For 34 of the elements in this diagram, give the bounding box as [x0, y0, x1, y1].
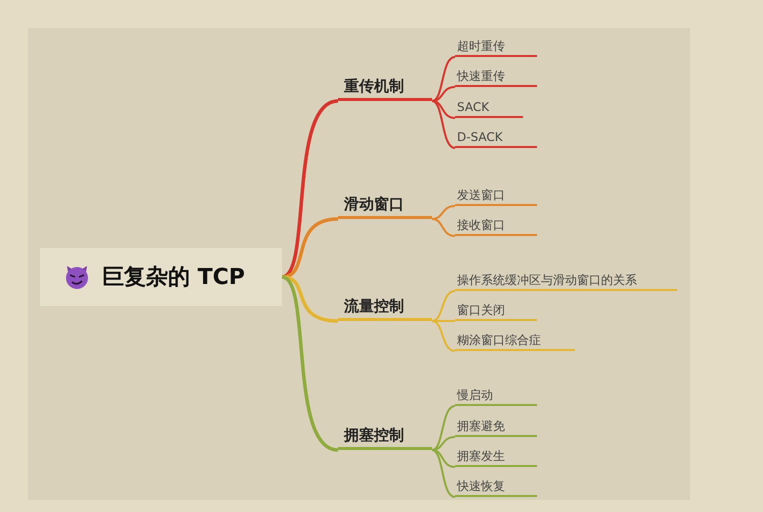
branch-line: [432, 449, 456, 468]
branch-line: [432, 290, 456, 322]
branch-line: [432, 320, 455, 322]
root-topic-text: 巨复杂的 TCP: [102, 264, 245, 292]
subtopic: 窗口关闭: [455, 301, 537, 321]
subtopic: 糊涂窗口综合症: [455, 331, 575, 351]
branch-line: [432, 218, 456, 237]
branch-line: [432, 436, 456, 451]
subtopic: 超时重传: [455, 37, 537, 57]
subtopic: 拥塞避免: [455, 417, 537, 437]
subtopic: 慢启动: [455, 386, 537, 406]
subtopic: SACK: [455, 98, 523, 118]
branch-line: [281, 275, 339, 452]
branch-line: [432, 449, 456, 498]
root-topic-box: [40, 248, 282, 306]
branch-topic: 拥塞控制: [338, 424, 432, 450]
branch-line: [282, 217, 338, 279]
branch-line: [432, 86, 456, 102]
branch-line: [432, 205, 456, 220]
subtopic: 快速重传: [455, 67, 537, 87]
branch-topic: 重传机制: [338, 75, 432, 101]
branch-topic: 滑动窗口: [338, 193, 432, 219]
subtopic: 发送窗口: [455, 186, 537, 206]
subtopic: 快速恢复: [455, 477, 537, 497]
subtopic: 拥塞发生: [455, 447, 537, 467]
branch-line: [432, 405, 456, 451]
branch-line: [432, 100, 456, 149]
subtopic: 操作系统缓冲区与滑动窗口的关系: [455, 271, 677, 291]
branch-topic: 流量控制: [338, 295, 432, 321]
subtopic: 接收窗口: [455, 216, 537, 236]
branch-line: [432, 56, 456, 102]
branch-line: [432, 320, 456, 352]
subtopic: D-SACK: [455, 128, 537, 148]
branch-line: [432, 100, 456, 119]
